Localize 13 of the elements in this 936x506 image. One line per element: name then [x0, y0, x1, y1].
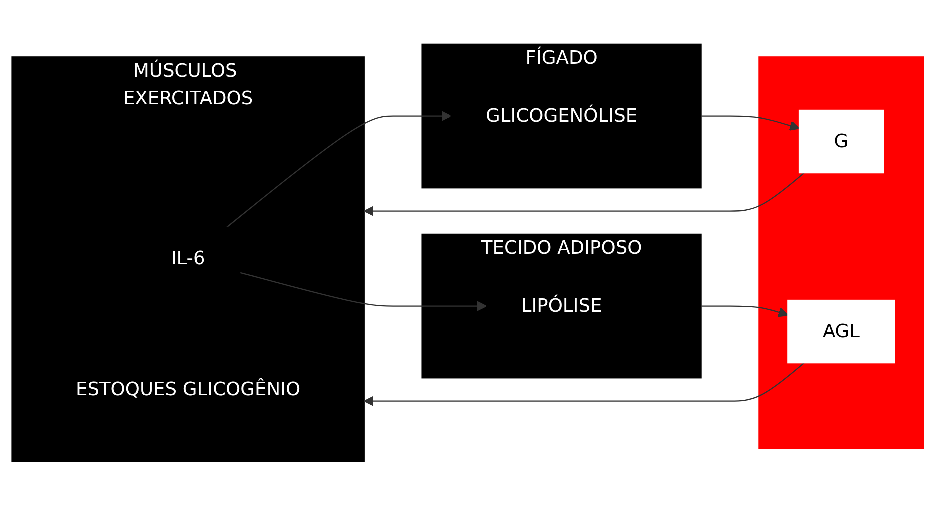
arrow — [701, 116, 800, 131]
node-box: AGL — [788, 300, 896, 364]
arrow — [364, 362, 805, 406]
node-text: LIPÓLISE — [521, 294, 602, 317]
arrow — [364, 172, 805, 216]
node-text: ESTOQUES GLICOGÊNIO — [76, 378, 301, 400]
cluster — [758, 56, 924, 450]
arrow — [226, 111, 452, 228]
arrow — [701, 306, 789, 318]
node-box: G — [798, 110, 884, 174]
arrow — [240, 272, 488, 312]
node-text: GLICOGENÓLISE — [486, 104, 638, 127]
node-text: IL-6 — [171, 247, 206, 270]
